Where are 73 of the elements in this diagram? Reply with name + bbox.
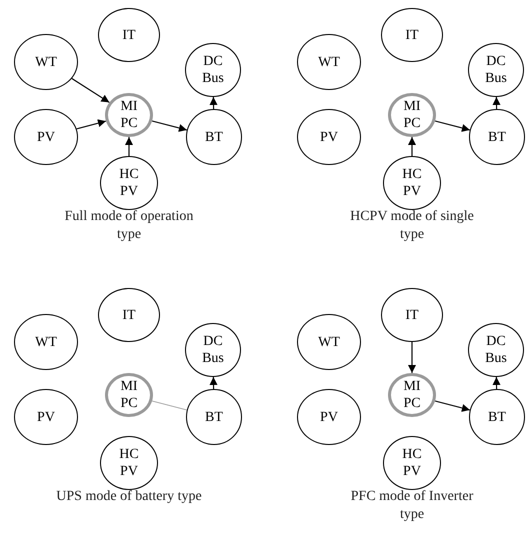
ellipse-node bbox=[297, 109, 361, 165]
hub-ellipse bbox=[105, 93, 153, 137]
ellipse-node bbox=[186, 109, 242, 165]
node-label: BT bbox=[204, 408, 224, 426]
ellipse-node bbox=[14, 389, 78, 445]
ellipse-node bbox=[381, 8, 443, 62]
ellipse-node bbox=[297, 314, 361, 370]
ellipse-node bbox=[381, 288, 443, 342]
node-label: DC Bus bbox=[484, 333, 508, 367]
ellipse-node bbox=[469, 109, 525, 165]
node-label: IT bbox=[404, 26, 420, 44]
ellipse-node bbox=[100, 436, 158, 490]
panel-caption: PFC mode of Inverter type bbox=[350, 488, 474, 524]
node-label: BT bbox=[487, 128, 507, 146]
ellipse-node bbox=[383, 156, 441, 210]
node-label: PV bbox=[36, 408, 56, 426]
ellipse-node bbox=[14, 34, 78, 90]
node-label: DC Bus bbox=[484, 53, 508, 87]
panel-caption: UPS mode of battery type bbox=[55, 488, 203, 506]
hub-ellipse bbox=[388, 93, 436, 137]
arrow bbox=[492, 96, 501, 110]
arrow bbox=[210, 96, 218, 110]
node-label: HC PV bbox=[118, 446, 140, 480]
node-label: IT bbox=[121, 306, 137, 324]
ellipse-node bbox=[297, 389, 361, 445]
arrow bbox=[210, 376, 218, 390]
node-label: HC PV bbox=[118, 166, 140, 200]
arrow bbox=[152, 120, 188, 132]
node-label: HC PV bbox=[401, 446, 423, 480]
node-label: DC Bus bbox=[201, 53, 225, 87]
arrow bbox=[76, 119, 106, 130]
ellipse-node bbox=[469, 389, 525, 445]
arrow bbox=[125, 137, 133, 156]
hub-ellipse bbox=[388, 373, 436, 417]
ellipse-node bbox=[297, 34, 361, 90]
arrow bbox=[434, 120, 470, 132]
ellipse-node bbox=[98, 288, 160, 342]
node-label: MI PC bbox=[119, 98, 139, 132]
node-label: WT bbox=[34, 334, 58, 350]
node-label: DC Bus bbox=[201, 333, 225, 367]
node-label: WT bbox=[317, 54, 341, 70]
node-label: HC PV bbox=[401, 166, 423, 200]
arrow bbox=[72, 78, 110, 103]
node-label: BT bbox=[204, 128, 224, 146]
arrow bbox=[434, 400, 470, 412]
ellipse-node bbox=[383, 436, 441, 490]
ellipse-node bbox=[186, 389, 242, 445]
ellipse-node bbox=[185, 323, 241, 377]
panel-caption: Full mode of operation type bbox=[64, 208, 194, 244]
ellipse-node bbox=[14, 109, 78, 165]
node-label: MI PC bbox=[402, 378, 422, 412]
node-label: WT bbox=[34, 54, 58, 70]
node-label: PV bbox=[319, 128, 339, 146]
node-label: BT bbox=[487, 408, 507, 426]
ellipse-node bbox=[14, 314, 78, 370]
ellipse-node bbox=[185, 43, 241, 97]
ellipse-node bbox=[468, 323, 524, 377]
connector-line bbox=[152, 400, 188, 410]
node-label: IT bbox=[404, 306, 420, 324]
arrow bbox=[408, 137, 416, 156]
arrow bbox=[408, 342, 416, 373]
ellipse-node bbox=[468, 43, 524, 97]
node-label: IT bbox=[121, 26, 137, 44]
node-label: WT bbox=[317, 334, 341, 350]
node-label: PV bbox=[36, 128, 56, 146]
ellipse-node bbox=[100, 156, 158, 210]
node-label: PV bbox=[319, 408, 339, 426]
ellipse-node bbox=[98, 8, 160, 62]
arrow bbox=[492, 376, 501, 390]
panel-caption: HCPV mode of single type bbox=[349, 208, 475, 244]
node-label: MI PC bbox=[119, 378, 139, 412]
node-label: MI PC bbox=[402, 98, 422, 132]
hub-ellipse bbox=[105, 373, 153, 417]
